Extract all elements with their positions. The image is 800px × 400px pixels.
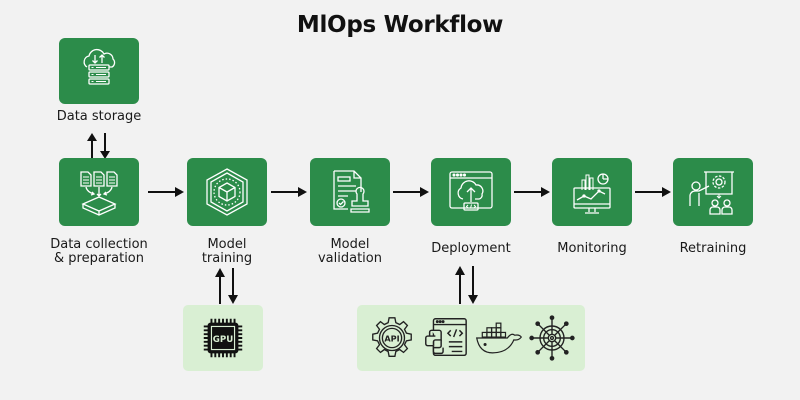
step-label-line2: validation [317, 251, 382, 266]
flow-arrow-5 [635, 187, 671, 197]
gpu-text: GPU [213, 335, 233, 345]
step-box-model-training [187, 158, 267, 226]
step-label-line1: Model [207, 237, 247, 252]
step-box-deployment [431, 158, 511, 226]
gpu-tray: GPU [183, 305, 263, 371]
document-stamp-icon [333, 170, 370, 213]
diagram-title: MlOps Workflow [296, 12, 504, 38]
kubernetes-helm-icon [528, 315, 575, 361]
cloud-upload-browser-icon [449, 171, 493, 211]
data-storage-box [59, 38, 139, 104]
gpu-chip-icon: GPU [203, 318, 243, 358]
step-box-data-collection [59, 158, 139, 226]
flow-arrow-1 [148, 187, 184, 197]
step-label-line1: Monitoring [557, 241, 627, 256]
step-label-line1: Model [330, 237, 370, 252]
presentation-training-icon [689, 171, 734, 215]
storage-bidirectional-arrows [87, 133, 110, 159]
step-label-monitoring: Monitoring [522, 242, 662, 256]
step-box-model-validation [310, 158, 390, 226]
step-label-line1: Deployment [431, 241, 511, 256]
deployment-tools-tray: API [357, 305, 585, 371]
step-label-deployment: Deployment [401, 242, 541, 256]
step-label-line1: Data collection [50, 237, 148, 252]
python-code-window-icon [424, 318, 467, 357]
flow-arrow-4 [514, 187, 550, 197]
api-text: API [384, 333, 399, 343]
api-gear-icon: API [371, 317, 412, 357]
monitor-analytics-icon [573, 173, 611, 214]
step-label-line1: Retraining [679, 241, 747, 256]
step-label-line2: & preparation [53, 251, 144, 266]
documents-to-tray-icon [80, 171, 118, 216]
docker-whale-icon [475, 322, 522, 354]
step-label-retraining: Retraining [643, 242, 783, 256]
step-box-monitoring [552, 158, 632, 226]
flow-arrow-2 [271, 187, 307, 197]
step-box-retraining [673, 158, 753, 226]
deployment-tools-bidirectional-arrows [455, 266, 478, 304]
flow-arrow-3 [393, 187, 429, 197]
training-gpu-bidirectional-arrows [215, 268, 238, 304]
cloud-server-icon [83, 48, 116, 85]
step-label-data-collection: Data collection & preparation [29, 238, 169, 266]
data-storage-label: Data storage [56, 109, 142, 124]
cube-hexagon-icon [206, 168, 248, 216]
step-label-model-validation: Model validation [280, 238, 420, 266]
step-label-model-training: Model training [157, 238, 297, 266]
step-label-line2: training [201, 251, 253, 266]
